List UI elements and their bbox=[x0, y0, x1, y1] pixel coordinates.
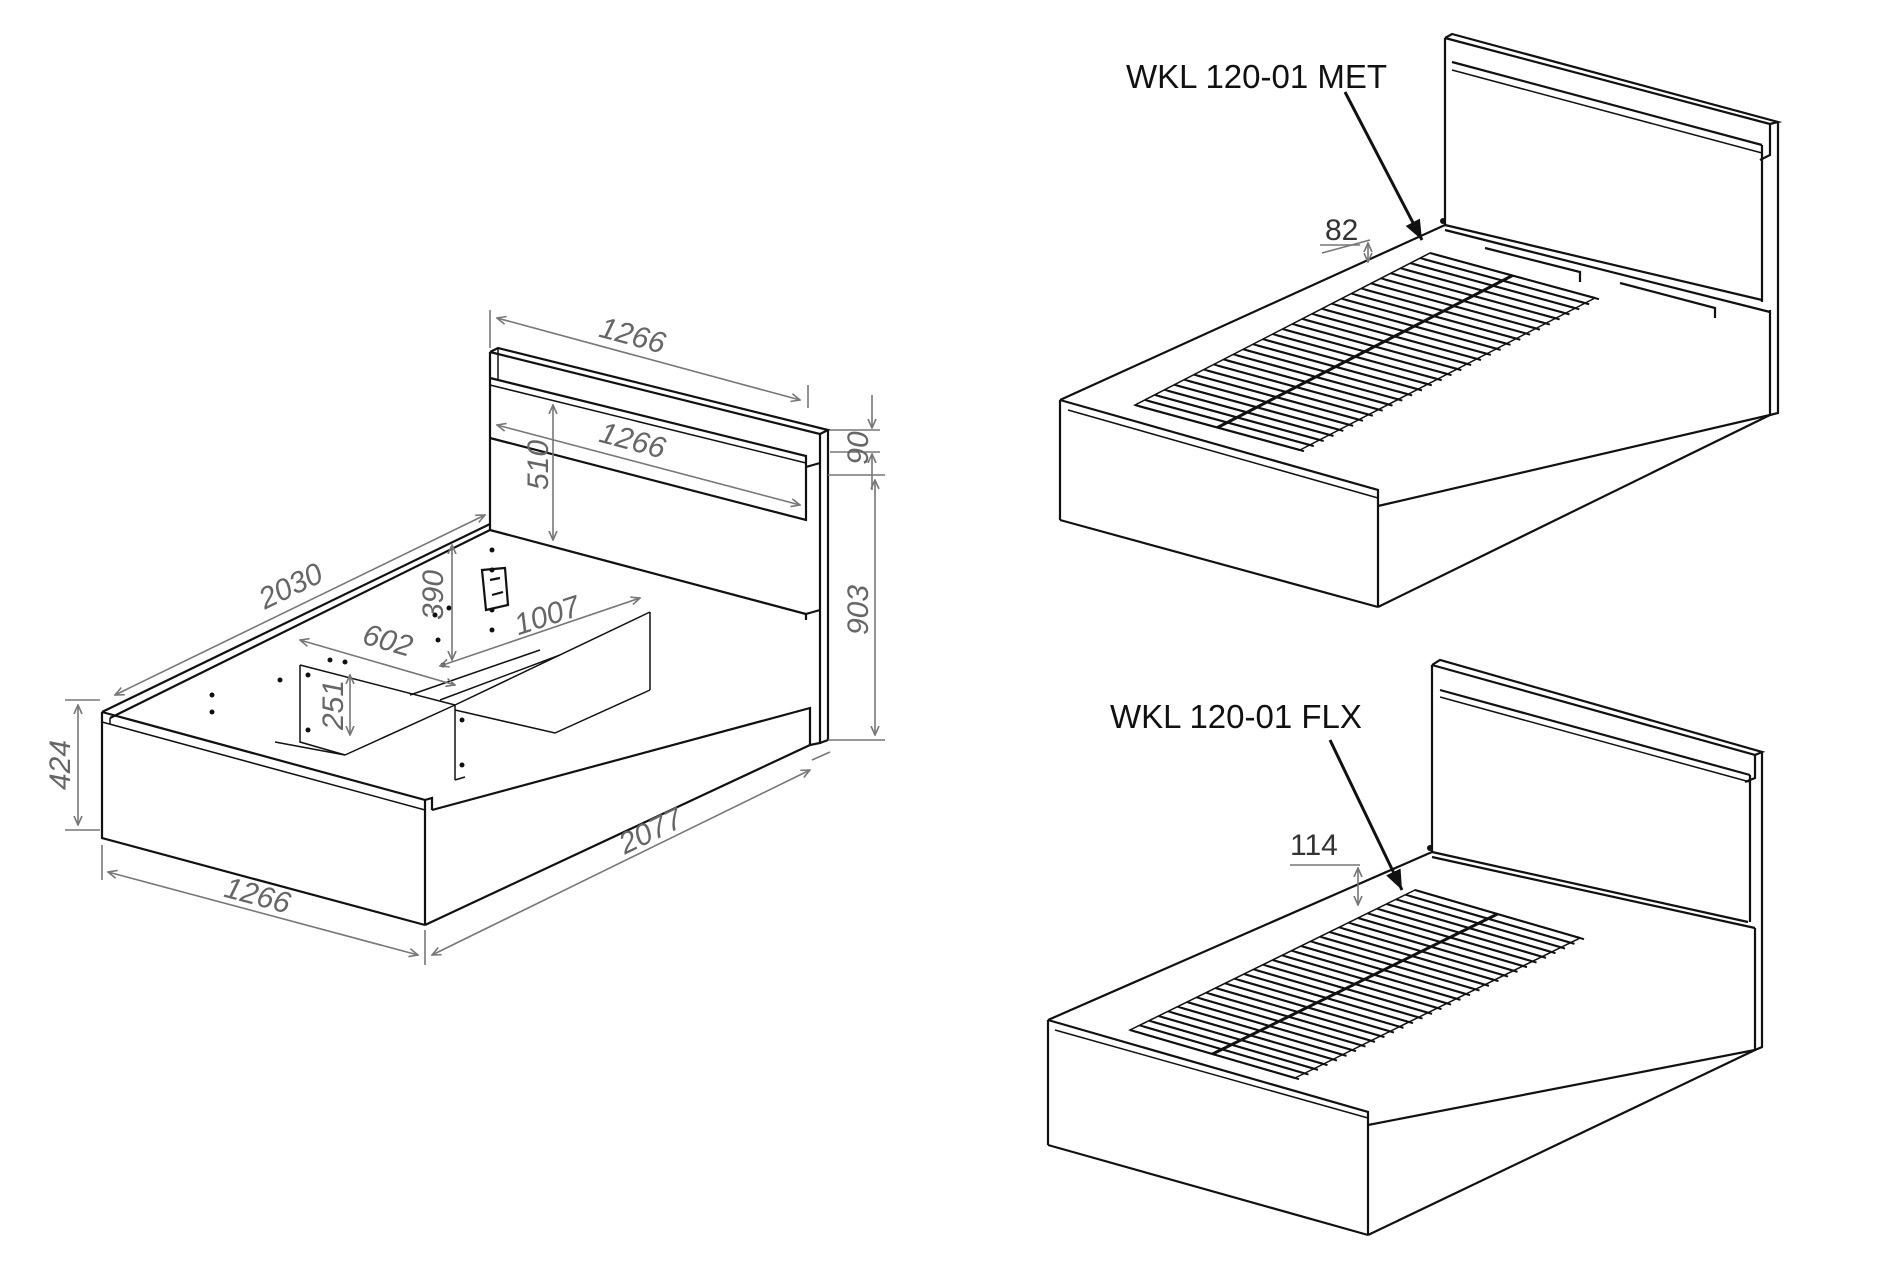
flx-slat bbox=[1152, 1020, 1319, 1071]
flx-slat bbox=[1342, 927, 1509, 978]
met-slat-base bbox=[1132, 252, 1600, 453]
met-slat bbox=[1305, 319, 1472, 367]
dim-inner-spacing-1: 602 bbox=[359, 618, 417, 664]
dim-total-length: 2077 bbox=[613, 801, 690, 861]
flx-label: WKL 120-01 FLX bbox=[1110, 698, 1362, 735]
flx-slat bbox=[1323, 936, 1490, 987]
met-slat bbox=[1394, 273, 1560, 321]
flx-pointer-arrow bbox=[1328, 739, 1404, 891]
met-slat bbox=[1315, 314, 1482, 361]
bed-frame bbox=[100, 523, 821, 927]
met-slat bbox=[1325, 308, 1492, 356]
variant-met-view: 82 WKL 120-01 MET bbox=[1058, 32, 1783, 609]
dimension-labels: 1266 1266 90 510 903 2030 390 602 1007 2… bbox=[44, 311, 875, 920]
flx-slat bbox=[1371, 913, 1537, 964]
met-slat bbox=[1414, 263, 1580, 311]
flx-slat bbox=[1162, 1016, 1328, 1067]
met-slat bbox=[1227, 359, 1393, 407]
met-slat bbox=[1158, 395, 1324, 443]
flx-slat-base bbox=[1127, 889, 1585, 1081]
met-slat bbox=[1384, 278, 1551, 326]
flx-slat bbox=[1190, 1002, 1357, 1053]
flx-slat bbox=[1247, 974, 1414, 1025]
met-slat bbox=[1345, 298, 1511, 346]
flx-slat bbox=[1143, 1025, 1309, 1076]
flx-slat bbox=[1295, 950, 1461, 1001]
flx-slat bbox=[1380, 908, 1547, 959]
met-slat-outline bbox=[1132, 252, 1598, 451]
flx-slat bbox=[1352, 922, 1518, 973]
met-slat-center-rail bbox=[1216, 274, 1514, 429]
variant-flx-view: 114 WKL 120-01 FLX bbox=[1046, 658, 1766, 1237]
corner-bracket-icon bbox=[480, 566, 510, 612]
flx-slat bbox=[1238, 978, 1404, 1029]
met-slat bbox=[1286, 329, 1452, 377]
met-slat bbox=[1296, 324, 1462, 372]
met-slat bbox=[1404, 268, 1570, 316]
flx-slat-gap: 114 bbox=[1290, 829, 1338, 862]
dim-headboard-width: 1266 bbox=[596, 311, 669, 360]
dim-side-height: 424 bbox=[44, 740, 77, 790]
dim-headboard-top-height: 90 bbox=[842, 431, 875, 465]
met-label: WKL 120-01 MET bbox=[1126, 58, 1387, 95]
met-slat bbox=[1266, 339, 1433, 387]
met-slat bbox=[1355, 293, 1521, 341]
met-slat bbox=[1207, 369, 1374, 417]
flx-slat bbox=[1209, 992, 1376, 1043]
met-slat bbox=[1246, 349, 1413, 397]
met-slat bbox=[1178, 384, 1344, 432]
met-slat bbox=[1374, 283, 1541, 331]
met-slat bbox=[1168, 390, 1334, 437]
met-slat-gap: 82 bbox=[1325, 214, 1358, 247]
dim-inner-spacing-2: 1007 bbox=[510, 590, 585, 642]
met-slat bbox=[1237, 354, 1403, 402]
flx-slat bbox=[1266, 964, 1433, 1015]
met-slat bbox=[1197, 374, 1364, 422]
flx-slat bbox=[1276, 960, 1442, 1011]
dimension-lines bbox=[65, 310, 885, 965]
flx-slat bbox=[1390, 904, 1556, 955]
flx-slat bbox=[1200, 997, 1366, 1048]
flx-slat bbox=[1361, 918, 1528, 969]
met-slat bbox=[1148, 400, 1315, 448]
met-slat bbox=[1364, 288, 1531, 336]
dim-front-width: 1266 bbox=[221, 871, 294, 920]
flx-slat bbox=[1219, 988, 1385, 1039]
flx-slat-center-rail bbox=[1211, 912, 1499, 1056]
met-slat bbox=[1217, 364, 1383, 412]
flx-slat bbox=[1257, 969, 1423, 1020]
dim-total-height: 903 bbox=[842, 585, 875, 635]
flx-slat bbox=[1399, 899, 1566, 950]
flx-slat bbox=[1409, 894, 1575, 945]
dim-headboard-panel-width: 1266 bbox=[596, 416, 669, 465]
dim-storage-height: 251 bbox=[317, 680, 350, 731]
dim-headboard-panel-height: 510 bbox=[522, 440, 555, 490]
flx-slat bbox=[1285, 955, 1452, 1006]
met-bed-frame bbox=[1058, 32, 1783, 609]
met-pointer-arrow bbox=[1343, 91, 1424, 241]
flx-slat bbox=[1228, 983, 1395, 1034]
met-slat bbox=[1335, 303, 1501, 351]
flx-slat bbox=[1314, 941, 1480, 992]
flx-slat bbox=[1171, 1011, 1338, 1062]
dimensioned-bed-view: 1266 1266 90 510 903 2030 390 602 1007 2… bbox=[44, 310, 885, 965]
flx-bed-frame bbox=[1046, 658, 1766, 1237]
flx-slat-outline bbox=[1127, 889, 1583, 1079]
met-slat bbox=[1187, 379, 1354, 427]
met-slat bbox=[1256, 344, 1423, 392]
met-slat bbox=[1276, 334, 1442, 382]
flx-slat bbox=[1333, 932, 1499, 983]
flx-slat bbox=[1181, 1006, 1347, 1057]
dim-divider-height: 390 bbox=[417, 570, 450, 620]
flx-slat bbox=[1304, 946, 1471, 997]
met-slat bbox=[1423, 258, 1590, 306]
headboard bbox=[488, 346, 832, 747]
